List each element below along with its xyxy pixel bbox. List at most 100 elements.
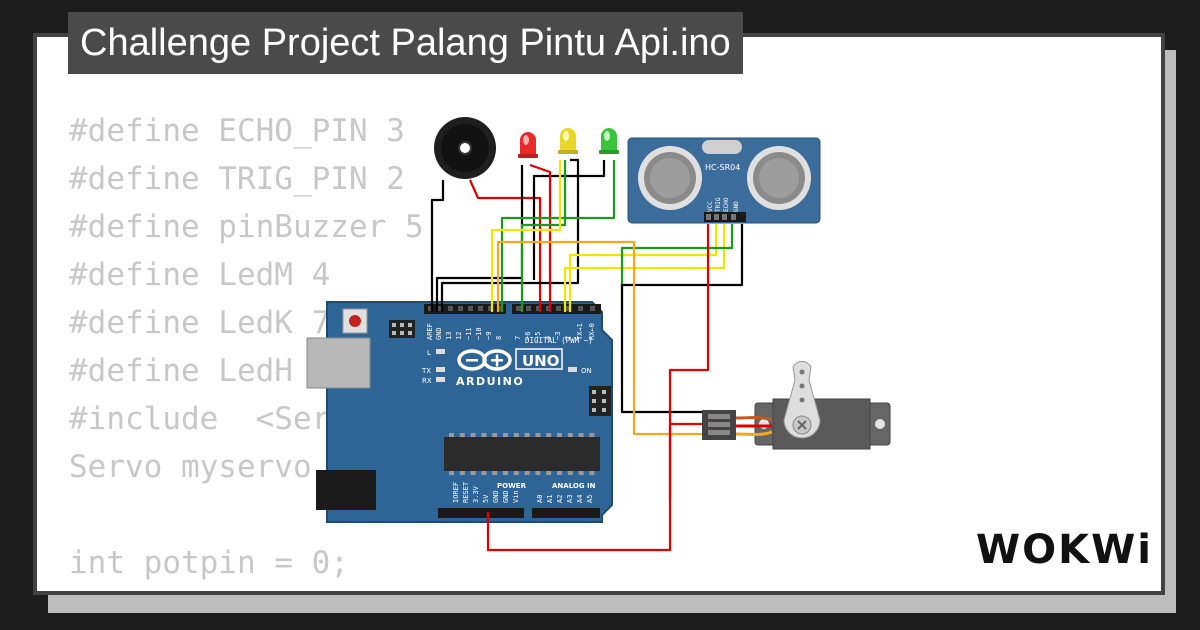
chip-pin bbox=[557, 471, 562, 475]
icsp-header-right bbox=[589, 386, 611, 416]
pin-label: A5 bbox=[586, 495, 594, 503]
chip-pin bbox=[470, 471, 476, 475]
chip-pin bbox=[513, 471, 519, 475]
pin-label: A2 bbox=[556, 495, 564, 503]
buzzer[interactable] bbox=[434, 117, 496, 179]
digital-header-left bbox=[424, 304, 506, 314]
led-tx bbox=[436, 367, 445, 372]
wire-yellow-led bbox=[490, 160, 562, 312]
wire-red-led bbox=[529, 163, 552, 312]
code-line: #define LedM 4 bbox=[69, 257, 331, 293]
header-pin bbox=[498, 306, 503, 311]
pin-label: A3 bbox=[566, 495, 574, 503]
chip-pin bbox=[589, 471, 595, 475]
wire-green-led-a bbox=[520, 160, 567, 312]
code-background: #define ECHO_PIN 3 #define TRIG_PIN 2 #def… bbox=[69, 107, 424, 591]
pin-label: A0 bbox=[536, 495, 544, 503]
header-pin bbox=[556, 306, 561, 311]
led-l-label: L bbox=[427, 349, 431, 357]
atmega-chip bbox=[444, 437, 600, 471]
analog-label: ANALOG IN bbox=[552, 482, 596, 490]
code-line: Servo myservo bbox=[69, 449, 312, 485]
pin-label: ECHO bbox=[723, 197, 730, 212]
chip-pin bbox=[492, 433, 498, 437]
wire-green-led bbox=[500, 160, 616, 312]
header-pin bbox=[546, 306, 551, 311]
power-header bbox=[438, 508, 524, 518]
pin-label: Vin bbox=[512, 490, 520, 503]
arduino-logo bbox=[457, 348, 563, 371]
wire-black-led-red bbox=[435, 165, 524, 312]
pin-label: GND bbox=[435, 327, 443, 340]
header-pin bbox=[526, 306, 531, 311]
icsp-header bbox=[389, 320, 415, 338]
board-model: UNO bbox=[522, 352, 560, 370]
servo-motor[interactable] bbox=[702, 360, 891, 450]
pin-label: RX←0 bbox=[588, 323, 596, 340]
pin-label: GND bbox=[502, 490, 510, 503]
chip-pin bbox=[492, 471, 498, 475]
wire-red-buzzer bbox=[468, 179, 542, 312]
header-pin bbox=[536, 306, 541, 311]
code-line: int potpin = 0; bbox=[69, 545, 349, 581]
wires bbox=[430, 158, 744, 552]
led-red[interactable] bbox=[518, 132, 538, 158]
led-rx-label: RX bbox=[422, 377, 432, 385]
usb-port bbox=[306, 337, 371, 389]
code-line: #define pinBuzzer 5 bbox=[69, 209, 424, 245]
pin-label: A1 bbox=[546, 495, 554, 503]
header-pin bbox=[566, 306, 571, 311]
pin-label: RESET bbox=[462, 481, 470, 503]
wire-black-led-green bbox=[532, 160, 606, 280]
power-jack bbox=[316, 470, 376, 510]
chip-pin bbox=[481, 433, 487, 437]
pin-label: 7 bbox=[514, 336, 522, 340]
wire-black-led-yellow bbox=[440, 158, 580, 312]
chip-pin bbox=[481, 471, 487, 475]
power-pin-labels: IOREF RESET 3.3V 5V GND GND Vin A0 A1 A2… bbox=[452, 481, 594, 503]
sensor-pin-labels: VCC TRIG ECHO GND bbox=[707, 197, 740, 212]
pin-label: ~3 bbox=[554, 332, 562, 340]
chip-pin bbox=[470, 433, 476, 437]
ultrasonic-sensor[interactable]: HC-SR04 VCC TRIG ECHO GND bbox=[627, 137, 821, 224]
code-line: #include <Ser bbox=[69, 401, 331, 437]
led-green[interactable] bbox=[599, 128, 619, 154]
header-pin bbox=[516, 306, 521, 311]
chip-pin bbox=[459, 471, 465, 475]
chip-pin bbox=[557, 433, 562, 437]
board-brand: ARDUINO bbox=[456, 375, 524, 388]
chip-pin bbox=[546, 433, 552, 437]
led-rx bbox=[436, 377, 445, 382]
project-title: Challenge Project Palang Pintu Api.ino bbox=[68, 12, 743, 74]
wire-black-buzzer-gnd bbox=[430, 180, 445, 312]
analog-header bbox=[532, 508, 600, 518]
pin-label: A4 bbox=[576, 495, 584, 503]
wire-yellow-echo bbox=[563, 224, 726, 312]
code-line: #define TRIG_PIN 2 bbox=[69, 161, 405, 197]
pin-label: ~6 bbox=[524, 332, 532, 340]
led-yellow[interactable] bbox=[558, 128, 578, 154]
wire-black-sensor-gnd bbox=[620, 224, 744, 414]
chip-pin bbox=[567, 433, 573, 437]
pin-label: 13 bbox=[445, 332, 453, 340]
chip-pin bbox=[524, 433, 530, 437]
pin-label: ~9 bbox=[485, 332, 493, 340]
pin-label: 2 bbox=[564, 336, 572, 340]
pin-label: GND bbox=[492, 490, 500, 503]
pin-label: 12 bbox=[455, 332, 463, 340]
header-pin bbox=[458, 306, 463, 311]
led-l bbox=[436, 349, 445, 354]
code-line: #define LedK 7 bbox=[69, 305, 331, 341]
arduino-uno-board[interactable]: AREF GND 13 12 ~11 ~10 ~9 8 7 ~6 ~5 4 ~3… bbox=[306, 301, 613, 523]
pin-label: 8 bbox=[495, 336, 503, 340]
code-line: #define ECHO_PIN 3 bbox=[69, 113, 405, 149]
chip-pin bbox=[449, 433, 454, 437]
chip-pin bbox=[524, 471, 530, 475]
pin-label: AREF bbox=[426, 323, 434, 340]
chip-pin bbox=[503, 471, 508, 475]
pin-label: TX→1 bbox=[576, 323, 584, 340]
chip-pin bbox=[449, 471, 454, 475]
pin-label: ~5 bbox=[534, 332, 542, 340]
chip-pin bbox=[578, 433, 584, 437]
header-pin bbox=[478, 306, 483, 311]
